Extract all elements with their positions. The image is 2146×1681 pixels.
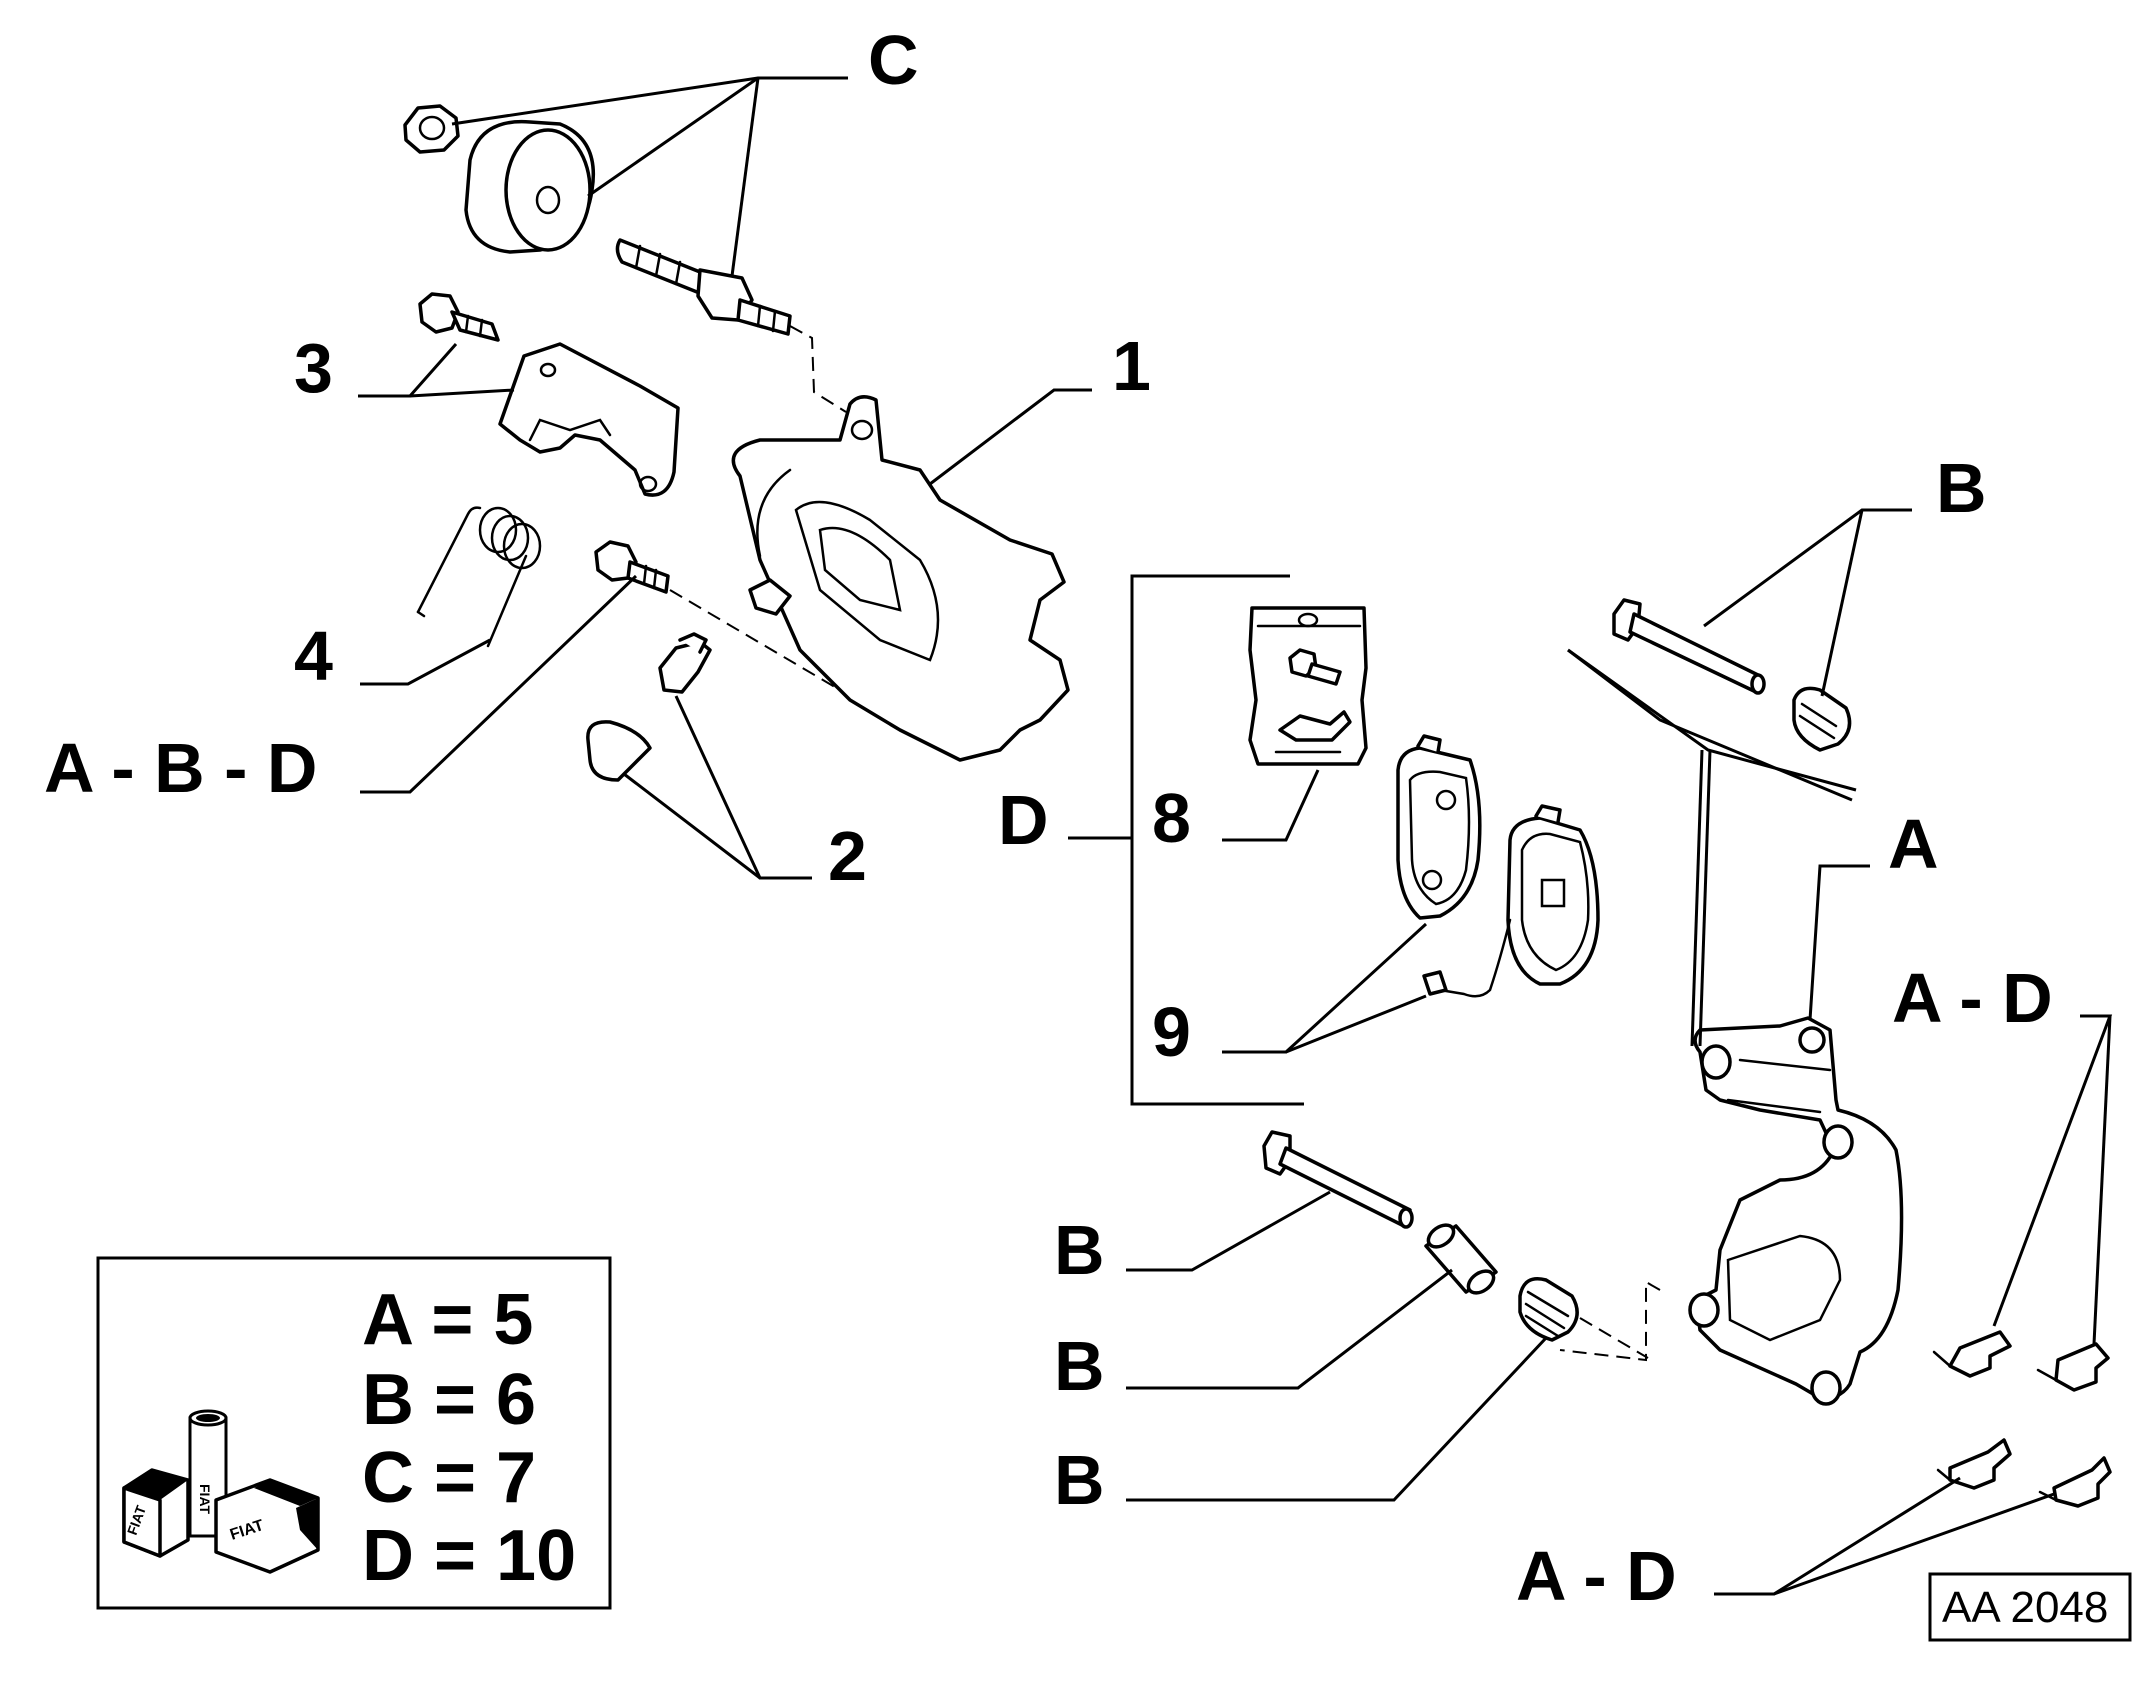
part-c-damper — [464, 119, 596, 254]
part-c-nut — [403, 104, 460, 154]
part-ad-clip-4 — [2038, 1456, 2112, 1508]
label-4: 4 — [294, 617, 333, 695]
part-a-carrier — [1688, 1016, 1904, 1406]
label-b-top: B — [1936, 449, 1987, 527]
part-abd-bolt — [594, 540, 670, 594]
part-3-bolt — [418, 292, 500, 342]
legend-row-a: A = 5 — [362, 1280, 533, 1360]
fiat-logo-text-2: FIAT — [197, 1484, 213, 1515]
label-ad-upper: A - D — [1892, 959, 2053, 1037]
label-2: 2 — [828, 817, 867, 895]
label-1: 1 — [1112, 327, 1151, 405]
legend-row-c: C = 7 — [362, 1438, 536, 1518]
part-ad-clip-2 — [2036, 1342, 2110, 1392]
part-b-boot-top — [1792, 686, 1852, 752]
part-9-pad-inner — [1396, 734, 1482, 920]
legend-box: FIAT FIAT FIAT A = 5 B = 6 C = 7 D = 10 — [96, 1256, 612, 1610]
part-2-cap — [586, 720, 652, 782]
part-b-guide-pin-top — [1612, 598, 1766, 695]
drawing-code: AA 2048 — [1942, 1583, 2108, 1632]
label-ad-lower: A - D — [1516, 1537, 1677, 1615]
legend-row-b: B = 6 — [362, 1360, 536, 1440]
part-ad-clip-3 — [1936, 1438, 2012, 1490]
label-3: 3 — [294, 329, 333, 407]
label-b-lower-1: B — [1054, 1211, 1105, 1289]
part-1-caliper — [731, 395, 1070, 762]
part-8-bag — [1248, 606, 1368, 766]
part-9-pad-outer — [1506, 804, 1600, 986]
label-d-group: D — [998, 781, 1049, 859]
label-8: 8 — [1152, 779, 1191, 857]
part-ad-clip-1 — [1932, 1330, 2012, 1378]
d-group-bracket — [1130, 574, 1304, 1106]
part-b-sleeve — [1424, 1223, 1498, 1295]
label-c: C — [868, 21, 919, 99]
label-9: 9 — [1152, 993, 1191, 1071]
leader-lines — [358, 76, 2113, 1596]
part-b-guide-pin-lower — [1262, 1130, 1414, 1229]
label-a-right: A — [1888, 805, 1939, 883]
fiat-kit-icon: FIAT FIAT FIAT — [122, 1409, 320, 1574]
part-2-bleeder — [658, 632, 712, 694]
part-3-bracket — [498, 342, 680, 497]
legend-row-d: D = 10 — [362, 1516, 576, 1596]
part-c-stud — [615, 238, 792, 336]
part-4-spring — [416, 506, 542, 648]
drawing-code-box: AA 2048 — [1928, 1572, 2132, 1642]
label-abd: A - B - D — [44, 729, 317, 807]
label-b-lower-2: B — [1054, 1327, 1105, 1405]
part-b-boot-lower — [1518, 1277, 1579, 1342]
label-b-lower-3: B — [1054, 1441, 1105, 1519]
